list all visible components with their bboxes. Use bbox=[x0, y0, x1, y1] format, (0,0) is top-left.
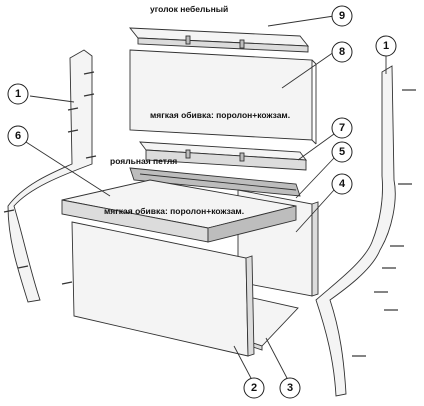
label-upholstery-seat: мягкая обивка: поролон+кожзам. bbox=[104, 206, 244, 216]
callout-4: 4 bbox=[331, 173, 353, 195]
callout-5: 5 bbox=[331, 141, 353, 163]
svg-text:4: 4 bbox=[339, 178, 346, 190]
svg-text:9: 9 bbox=[339, 10, 345, 22]
callout-9: 9 bbox=[331, 5, 353, 27]
svg-text:3: 3 bbox=[287, 382, 293, 394]
part-6-seat-lid bbox=[61, 179, 297, 243]
svg-text:1: 1 bbox=[383, 40, 389, 52]
part-1-left-side bbox=[3, 49, 97, 303]
part-7-back-lower-bar bbox=[139, 141, 307, 171]
callout-7: 7 bbox=[331, 117, 353, 139]
callout-6: 6 bbox=[7, 125, 29, 147]
part-2-front-panel bbox=[71, 221, 255, 357]
callout-3: 3 bbox=[279, 377, 301, 399]
part-1-right-side bbox=[315, 65, 416, 397]
svg-text:5: 5 bbox=[339, 146, 345, 158]
svg-text:6: 6 bbox=[15, 130, 21, 142]
part-5-hinge-strip bbox=[129, 167, 301, 197]
bracket-right bbox=[239, 39, 245, 49]
svg-text:2: 2 bbox=[251, 382, 257, 394]
part-8-back-cushion bbox=[129, 49, 317, 145]
callout-8: 8 bbox=[331, 41, 353, 63]
callout-1-left: 1 bbox=[7, 83, 29, 105]
svg-text:1: 1 bbox=[15, 88, 21, 100]
svg-text:8: 8 bbox=[339, 46, 345, 58]
callout-1-right: 1 bbox=[375, 35, 397, 57]
bracket-left bbox=[185, 35, 191, 45]
leader-lines bbox=[25, 15, 387, 381]
part-9-top-bar bbox=[129, 27, 309, 53]
label-corner-bracket: уголок небельный bbox=[150, 4, 228, 14]
svg-text:7: 7 bbox=[339, 122, 345, 134]
callout-2: 2 bbox=[243, 377, 265, 399]
label-upholstery-back: мягкая обивка: поролон+кожзам. bbox=[150, 110, 290, 120]
label-piano-hinge: рояльная петля bbox=[110, 156, 177, 166]
